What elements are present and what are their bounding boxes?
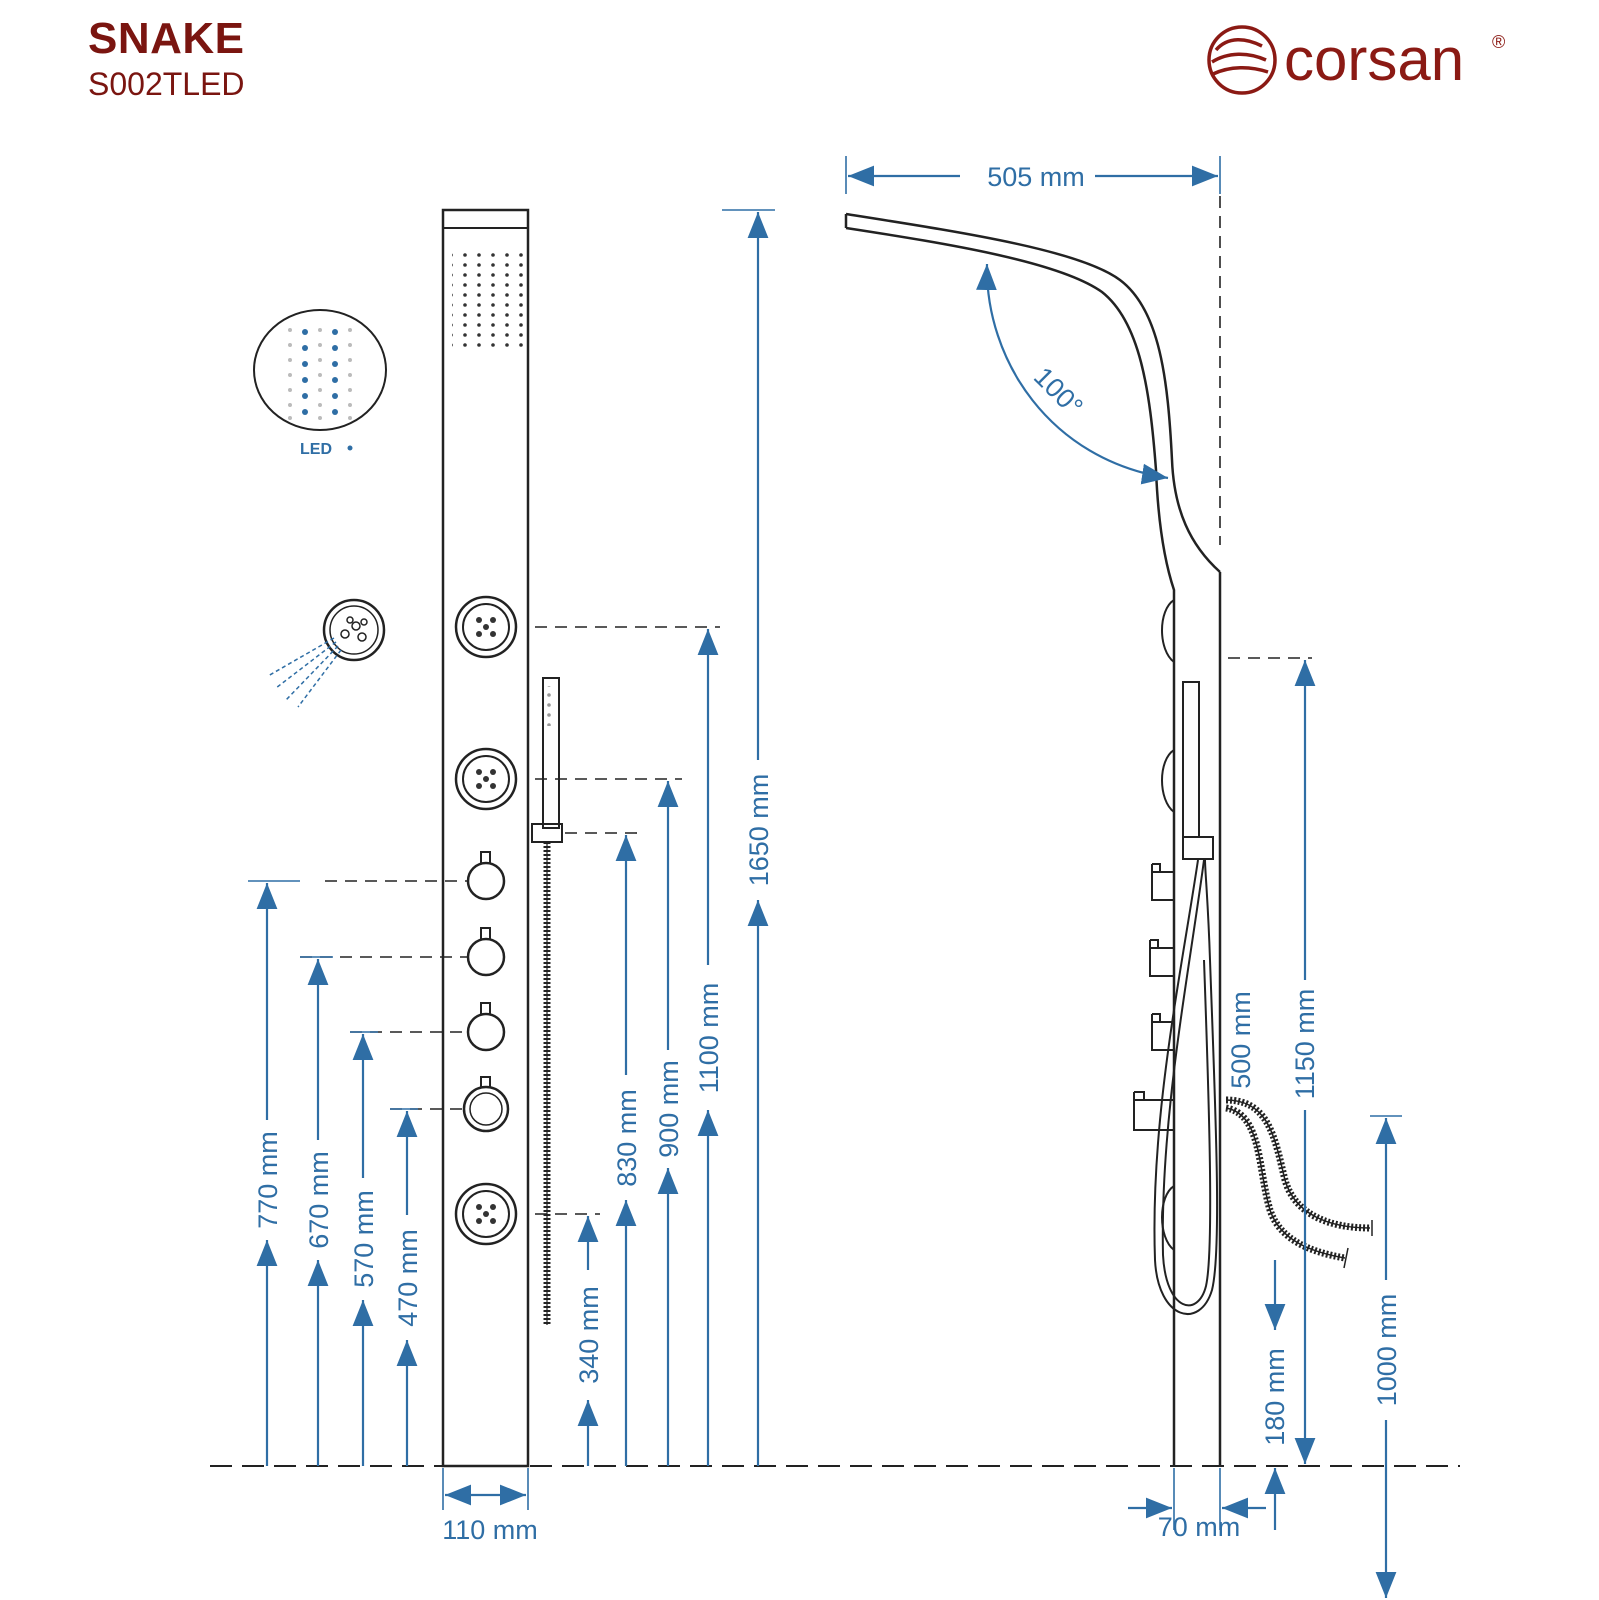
body-jet-middle [454, 747, 518, 811]
dim-hose-length: 500 mm [1226, 991, 1256, 1089]
led-dot-icon [347, 445, 353, 451]
hand-shower [531, 677, 563, 1325]
dim-knob-3-height: 570 mm [349, 1190, 379, 1288]
side-dimensions [845, 156, 1402, 1598]
dim-column-depth: 70 mm [1158, 1512, 1241, 1542]
corsan-logo: corsan ® [1207, 25, 1505, 95]
front-dimensions [248, 209, 775, 1510]
dim-bottom-jet-height: 340 mm [574, 1286, 604, 1384]
dim-side-top-height: 1150 mm [1290, 989, 1320, 1100]
dim-knob-4-height: 470 mm [393, 1229, 423, 1327]
dim-panel-width: 110 mm [442, 1515, 538, 1545]
control-knob-3 [466, 1002, 506, 1052]
side-panel [844, 212, 1373, 1466]
product-title: SNAKE [88, 14, 245, 63]
front-dimension-labels: 1650 mm 1100 mm 900 mm 830 mm 770 mm 670… [253, 774, 774, 1545]
led-label: LED [300, 441, 332, 458]
registered-mark: ® [1492, 32, 1505, 52]
control-knob-4 [462, 1076, 510, 1133]
body-jet-spray-detail [267, 598, 386, 708]
model-code: S002TLED [88, 66, 245, 102]
dim-bottom-offset: 180 mm [1260, 1348, 1290, 1446]
wave-circle-icon [1207, 25, 1277, 95]
rain-shower-nozzles [452, 248, 524, 350]
control-knob-2 [466, 927, 506, 977]
dim-head-reach: 505 mm [987, 162, 1085, 192]
dim-floor-inlet: 1000 mm [1372, 1294, 1402, 1407]
dim-top-jet-height: 1100 mm [694, 983, 724, 1094]
dim-knob-2-height: 670 mm [304, 1151, 334, 1249]
dim-total-height: 1650 mm [744, 774, 774, 887]
control-knob-1 [466, 851, 506, 901]
front-panel [441, 208, 563, 1468]
dim-knob-1-height: 770 mm [253, 1131, 283, 1229]
led-detail: LED [253, 309, 387, 458]
dim-head-angle: 100° [1028, 361, 1089, 422]
body-jet-bottom [454, 1182, 518, 1246]
dim-middle-jet-height: 900 mm [654, 1060, 684, 1158]
side-dimension-labels: 505 mm 100° 1150 mm 500 mm 180 mm 1000 m… [987, 162, 1402, 1542]
brand-name: corsan [1284, 26, 1464, 93]
body-jet-top [454, 595, 518, 659]
dim-hand-holder-height: 830 mm [612, 1089, 642, 1187]
